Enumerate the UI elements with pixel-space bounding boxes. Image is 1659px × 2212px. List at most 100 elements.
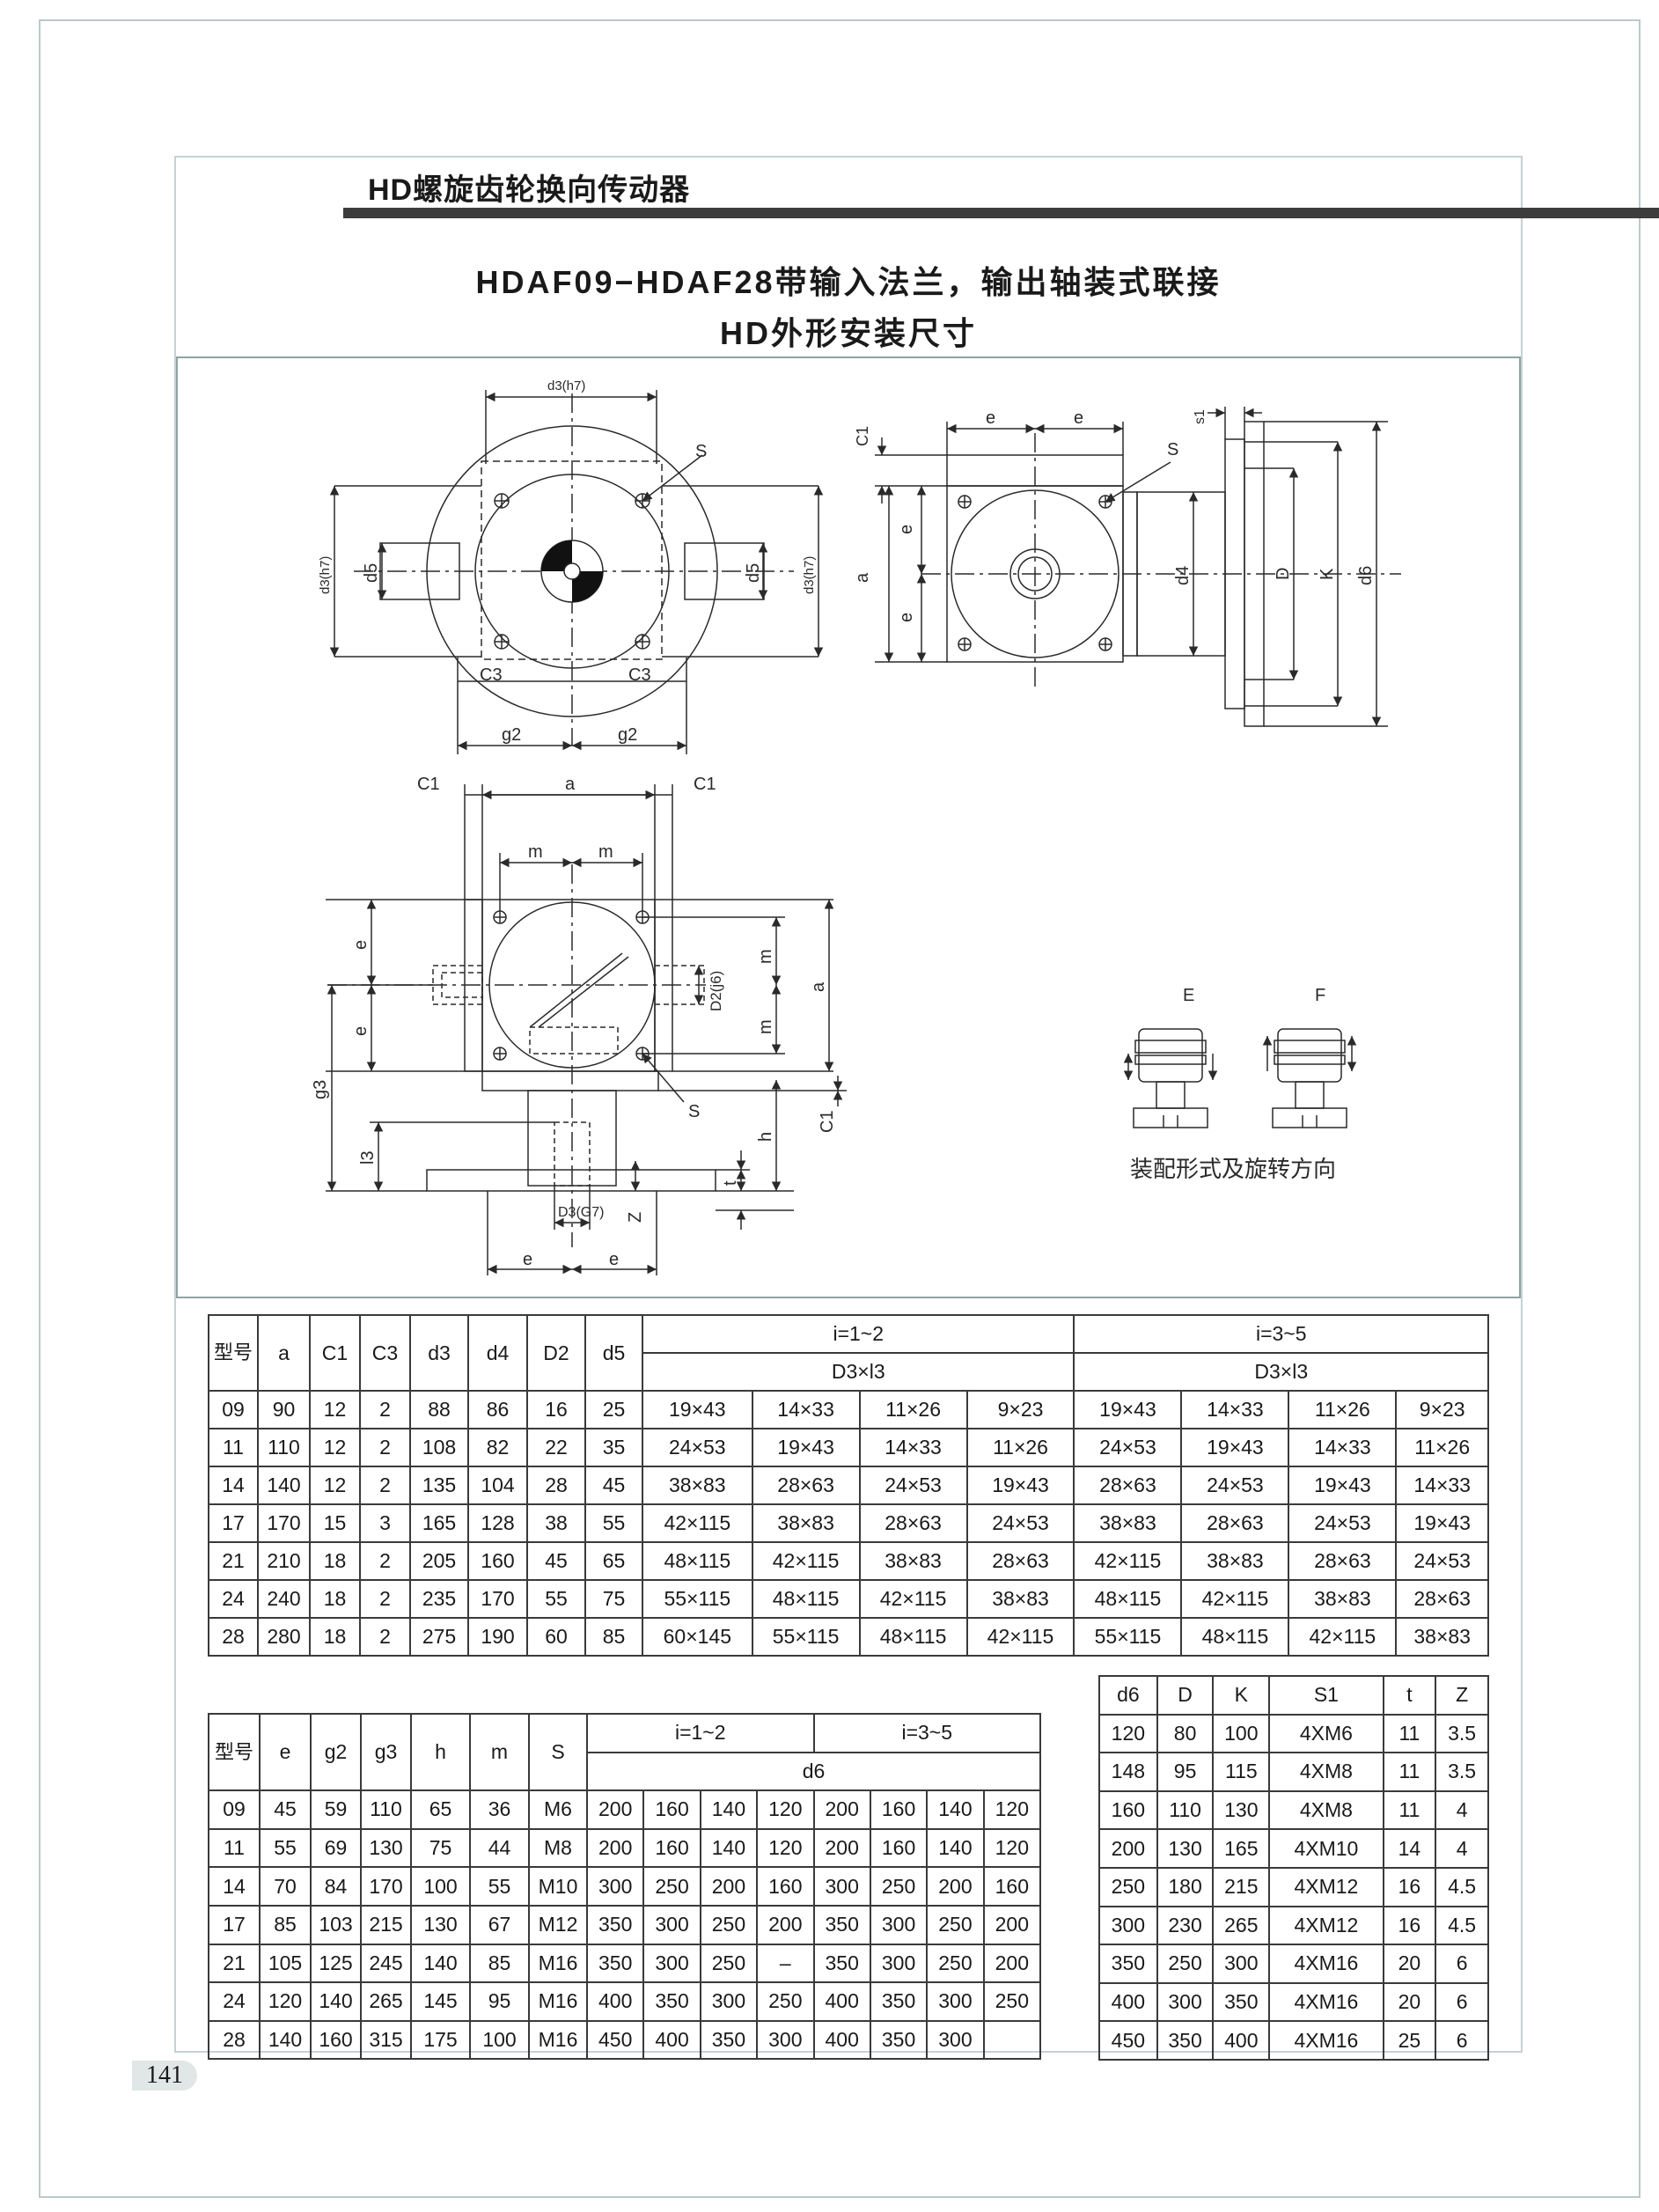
page-number: 141 <box>132 2061 197 2091</box>
header-cell: e <box>259 1712 312 1792</box>
label-d2j6: D2(j6) <box>708 971 724 1011</box>
label-K: K <box>1318 568 1337 580</box>
header-cell: d3 <box>409 1314 469 1392</box>
label-s1: s1 <box>1193 409 1208 424</box>
label-e-form: E <box>1183 986 1194 1005</box>
dimension-table-1: 型号 a C1 C3 d3 d4 D2 d5 i=1~2 i=3~5 D3×l3… <box>208 1314 1489 1657</box>
header-cell: d4 <box>467 1314 528 1392</box>
side-view <box>875 407 1401 727</box>
front-view <box>326 784 847 1275</box>
header-cell: g2 <box>310 1712 362 1792</box>
label-a-front-v: a <box>809 981 828 992</box>
label-e-side-v1: e <box>897 525 916 534</box>
label-s-side: S <box>1167 440 1178 459</box>
label-c1-side: C1 <box>854 426 871 446</box>
label-f-form: F <box>1315 986 1325 1005</box>
assembly-form-f <box>1262 1028 1357 1128</box>
label-d3h7: d3(h7) <box>547 378 585 393</box>
header-sub: D3×l3 <box>1073 1352 1489 1392</box>
label-d5-right: d5 <box>744 563 763 583</box>
top-view <box>329 390 824 754</box>
assembly-form-e <box>1123 1028 1218 1128</box>
header-cell: h <box>410 1712 471 1792</box>
label-s-front: S <box>688 1102 700 1121</box>
label-a-side: a <box>853 572 872 583</box>
bolt-hole <box>1098 637 1112 651</box>
label-D: D <box>1274 568 1293 580</box>
header-cell: C1 <box>309 1314 361 1392</box>
header-sub: d6 <box>586 1751 1041 1792</box>
label-c3-right: C3 <box>628 665 651 685</box>
label-t: t <box>721 1180 740 1186</box>
header-cell: K <box>1212 1675 1271 1716</box>
header-cell: d6 <box>1098 1675 1158 1716</box>
label-c1-right: C1 <box>694 775 716 794</box>
header-cell: t <box>1382 1675 1437 1716</box>
label-e-front-b2: e <box>609 1250 619 1269</box>
header-cell: D <box>1156 1675 1215 1716</box>
bolt-hole <box>494 493 510 509</box>
label-a-front: a <box>565 775 576 794</box>
page-frame <box>39 19 1641 2198</box>
label-d3g7: D3(G7) <box>558 1205 604 1220</box>
bolt-hole <box>958 637 972 651</box>
label-g2-left: g2 <box>502 725 521 745</box>
header-sub: D3×l3 <box>641 1352 1075 1392</box>
assembly-caption: 装配形式及旋转方向 <box>1130 1156 1336 1182</box>
label-e-front-1: e <box>351 940 371 950</box>
label-m-v1: m <box>756 949 775 964</box>
header-model: 型号 <box>208 1712 261 1792</box>
label-e-front-b1: e <box>523 1250 532 1269</box>
label-e-side-2: e <box>1074 408 1083 428</box>
label-d4: d4 <box>1173 566 1193 585</box>
label-m-1: m <box>528 842 543 862</box>
bolt-hole <box>494 634 510 650</box>
header-group: i=3~5 <box>812 1713 1041 1753</box>
bolt-hole <box>958 495 972 509</box>
header-cell: a <box>257 1314 311 1392</box>
label-s: S <box>695 442 707 461</box>
header-cell: m <box>469 1712 530 1792</box>
label-e-side-1: e <box>986 408 995 428</box>
label-m-v2: m <box>756 1019 775 1034</box>
header-model: 型号 <box>208 1314 259 1392</box>
header-group: i=3~5 <box>1073 1314 1489 1354</box>
header-bar <box>343 208 1659 218</box>
header-cell: C3 <box>359 1314 411 1392</box>
label-c1-front-v: C1 <box>818 1110 837 1133</box>
label-d3h7-right: d3(h7) <box>802 556 817 594</box>
header-title: HD螺旋齿轮换向传动器 <box>368 173 691 207</box>
label-d3h7-left: d3(h7) <box>318 556 333 594</box>
bolt-hole <box>493 910 507 924</box>
technical-drawing: d3(h7) S d3(h7) d3(h7) d5 d5 C3 C3 g2 g2 <box>176 356 1521 1298</box>
header-cell: g3 <box>360 1712 412 1792</box>
label-e-side-v2: e <box>897 613 916 622</box>
label-d6: d6 <box>1356 566 1376 585</box>
header-cell: Z <box>1435 1675 1489 1716</box>
label-d5-left: d5 <box>362 563 381 583</box>
label-h: h <box>756 1132 775 1142</box>
